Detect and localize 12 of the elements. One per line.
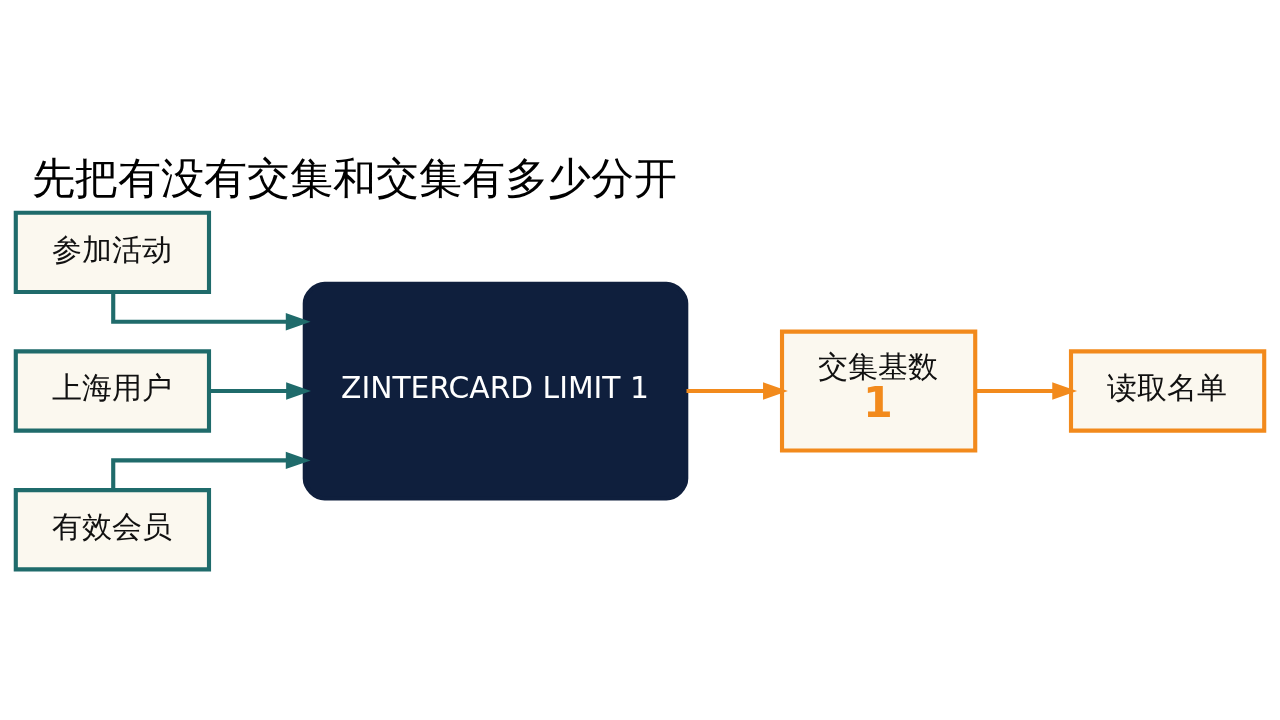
arrow (686, 381, 788, 400)
node-box: 交集基数 1 (779, 329, 978, 453)
node-box: 参加活动 (13, 210, 212, 294)
arrow (975, 381, 1078, 400)
arrow (209, 381, 311, 400)
arrow (111, 451, 311, 489)
node-box: 读取名单 (1068, 348, 1267, 433)
node-box: ZINTERCARD LIMIT 1 (302, 281, 689, 500)
node-box: 上海用户 (13, 348, 212, 433)
arrow (111, 292, 311, 330)
diagram-title: 先把有没有交集和交集有多少分开 (31, 152, 677, 203)
node-box: 有效会员 (13, 487, 212, 571)
